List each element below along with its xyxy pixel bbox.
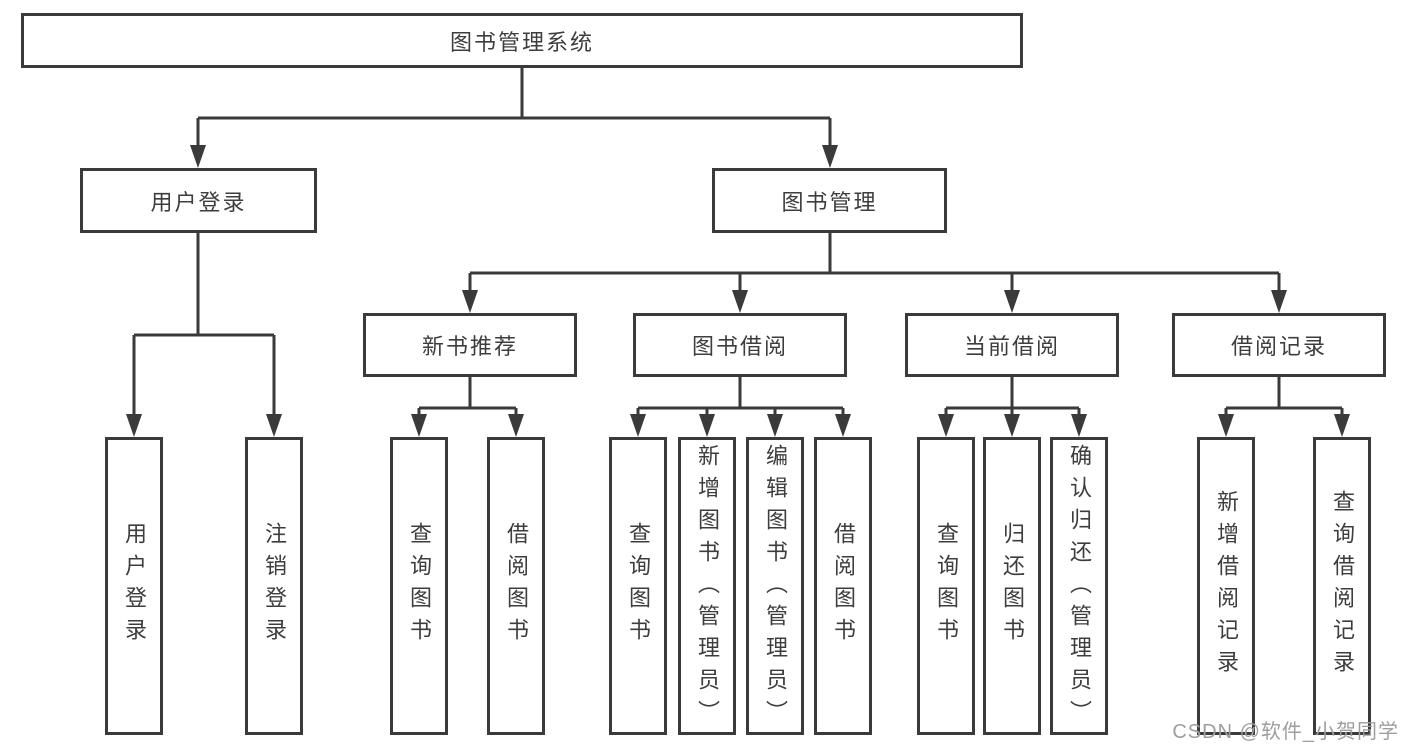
leaf-user-login: 用户登录 [105, 437, 163, 735]
node-label: 借阅图书 [831, 522, 856, 650]
node-user-login: 用户登录 [80, 168, 317, 233]
leaf-query-books-borrow: 查询图书 [609, 437, 667, 735]
node-label: 新增图书（管理员） [695, 444, 720, 732]
arrowheads [126, 145, 1350, 437]
node-label: 借阅图书 [504, 522, 529, 650]
node-label: 查询图书 [407, 522, 432, 650]
node-book-management: 图书管理 [712, 168, 947, 233]
leaf-logout: 注销登录 [245, 437, 303, 735]
leaf-return-books: 归还图书 [983, 437, 1041, 735]
leaf-confirm-return-admin: 确认归还（管理员） [1050, 437, 1108, 735]
node-label: 确认归还（管理员） [1067, 444, 1092, 732]
leaf-add-borrow-record: 新增借阅记录 [1197, 437, 1255, 735]
node-label: 图书管理 [781, 189, 878, 215]
node-label: 新增借阅记录 [1214, 490, 1239, 682]
node-label: 当前借阅 [963, 334, 1060, 359]
node-label: 编辑图书（管理员） [763, 444, 788, 732]
leaf-query-books-recommend: 查询图书 [390, 437, 448, 735]
leaf-borrow-books-recommend: 借阅图书 [487, 437, 545, 735]
leaf-add-book-admin: 新增图书（管理员） [678, 437, 736, 735]
leaf-query-borrow-record: 查询借阅记录 [1313, 437, 1371, 735]
node-label: 用户登录 [150, 189, 247, 215]
node-root: 图书管理系统 [21, 13, 1023, 68]
node-label: 注销登录 [262, 522, 287, 650]
node-label: 用户登录 [122, 522, 147, 650]
node-label: 新书推荐 [421, 334, 518, 359]
node-label: 查询图书 [934, 522, 959, 650]
csdn-watermark: CSDN @软件_小贺同学 [1172, 721, 1399, 743]
leaf-query-books-current: 查询图书 [917, 437, 975, 735]
node-book-borrow: 图书借阅 [633, 313, 847, 377]
node-new-book-recommend: 新书推荐 [363, 313, 577, 377]
node-label: 图书管理系统 [449, 29, 594, 55]
node-label: 查询借阅记录 [1330, 490, 1355, 682]
leaf-borrow-books: 借阅图书 [814, 437, 872, 735]
node-label: 借阅记录 [1230, 334, 1327, 359]
leaf-edit-book-admin: 编辑图书（管理员） [746, 437, 804, 735]
node-label: 图书借阅 [691, 334, 788, 359]
node-label: 归还图书 [1000, 522, 1025, 650]
node-label: 查询图书 [626, 522, 651, 650]
node-borrow-records: 借阅记录 [1172, 313, 1386, 377]
node-current-borrow: 当前借阅 [905, 313, 1119, 377]
